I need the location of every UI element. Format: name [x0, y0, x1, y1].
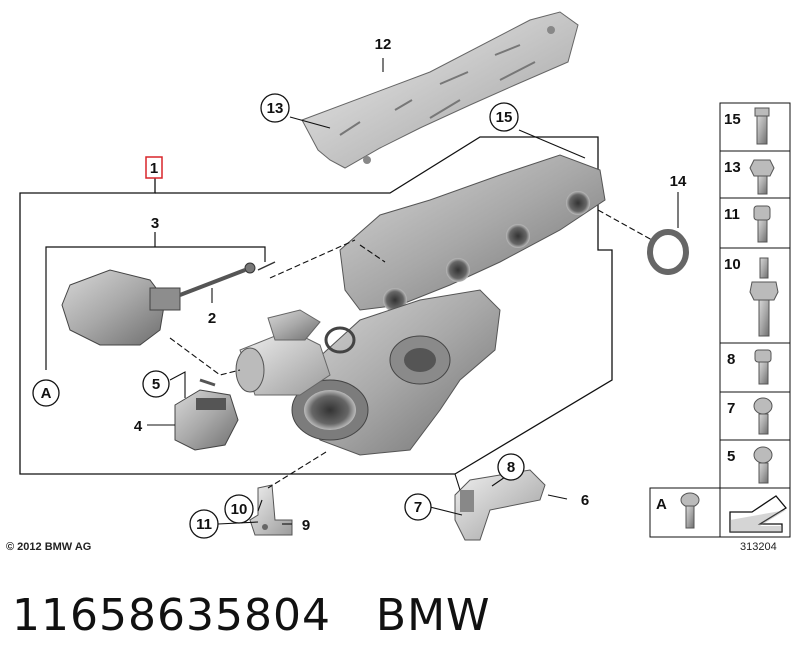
svg-text:7: 7: [414, 499, 422, 516]
callout-6: 6: [581, 492, 589, 509]
svg-text:8: 8: [507, 459, 515, 476]
support-bracket-part: [454, 469, 546, 541]
callout-8: 8: [497, 453, 525, 481]
exhaust-manifold-part: [339, 154, 606, 312]
svg-text:15: 15: [496, 109, 513, 126]
stud-10-icon: [749, 257, 779, 337]
svg-text:10: 10: [231, 501, 248, 518]
bolt-7-icon: [753, 397, 773, 435]
bolt-5-icon: [753, 446, 773, 484]
part-number: 11658635804: [12, 590, 331, 641]
svg-text:13: 13: [267, 100, 284, 117]
wastegate-actuator-part: [61, 261, 276, 346]
callout-11: 11: [189, 509, 219, 539]
arrow-icon: [729, 495, 787, 533]
callout-2: 2: [208, 310, 216, 327]
catalog-number: 313204: [740, 541, 777, 553]
svg-text:11: 11: [196, 516, 212, 533]
compressor-inlet-part: [235, 309, 356, 396]
callout-14: 14: [670, 173, 687, 190]
assembly-frame: [19, 178, 455, 475]
svg-text:5: 5: [152, 376, 160, 393]
heat-shield-part: [301, 11, 579, 169]
callout-7: 7: [404, 493, 432, 521]
gasket-ring-part: [647, 229, 689, 275]
brand-name: BMW: [375, 590, 491, 641]
svg-text:A: A: [41, 385, 52, 402]
part-number-footer: 11658635804 BMW: [12, 590, 491, 641]
callout-1: 1: [145, 156, 163, 179]
callout-3: 3: [151, 215, 159, 232]
callout-12: 12: [375, 36, 392, 53]
callout-10: 10: [224, 494, 254, 524]
side-item-label: 8: [727, 351, 735, 368]
svg-text:1: 1: [150, 160, 158, 177]
side-item-label: 13: [724, 159, 741, 176]
bolt-11-icon: [753, 205, 771, 243]
side-item-label: 7: [727, 400, 735, 417]
bolt-13-icon: [749, 159, 775, 195]
bolt-a-icon: [680, 492, 700, 529]
callout-5: 5: [142, 370, 170, 398]
side-item-label: 11: [724, 206, 740, 223]
small-bracket-part: [249, 484, 293, 536]
callout-13: 13: [260, 93, 290, 123]
stud-15-icon: [754, 107, 770, 145]
side-item-label: A: [656, 496, 667, 513]
side-item-label: 5: [727, 448, 735, 465]
callout-15: 15: [489, 102, 519, 132]
leader-lines: [147, 58, 679, 525]
copyright-notice: © 2012 BMW AG: [6, 541, 92, 553]
side-item-label: 10: [724, 256, 741, 273]
side-item-label: 15: [724, 111, 741, 128]
callout-detail-a: A: [32, 379, 60, 407]
callout-4: 4: [134, 418, 143, 435]
bolt-8-icon: [754, 349, 772, 385]
callout-9: 9: [302, 517, 310, 534]
pressure-converter-part: [174, 378, 239, 451]
fastener-side-panel: 15 13 11 10 8 7 5 A: [649, 102, 791, 538]
